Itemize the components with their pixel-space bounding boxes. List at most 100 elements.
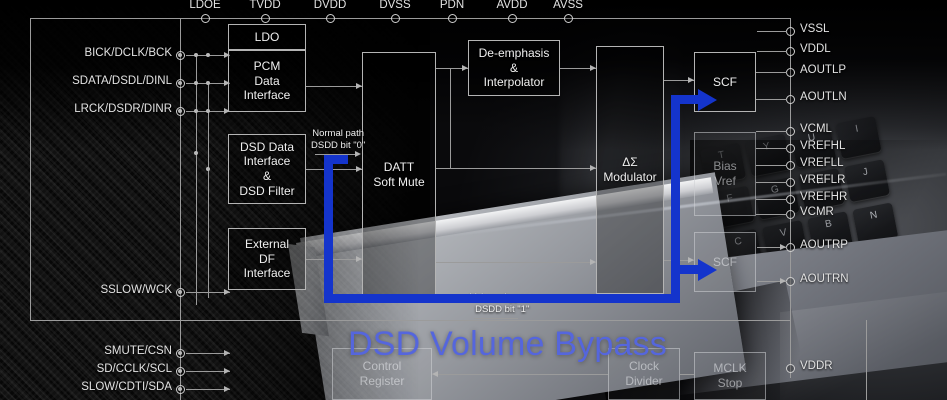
wire-to-aoutrp xyxy=(757,247,787,248)
block-label-line: Control xyxy=(362,359,402,374)
annotation-line: DSDD bit "0" xyxy=(311,139,366,151)
bus-rail-bottom xyxy=(30,320,790,321)
pin-label-avdd: AVDD xyxy=(496,0,528,11)
bypass-path-segment-branch-lower xyxy=(671,265,699,274)
junction-dot-0 xyxy=(194,53,198,57)
pin-avss[interactable] xyxy=(564,14,573,23)
pin-label-aoutlp: AOUTLP xyxy=(800,64,847,76)
junction-dot-6 xyxy=(178,53,182,57)
pin-avdd[interactable] xyxy=(508,14,517,23)
pin-vrefll[interactable] xyxy=(786,161,795,170)
pin-vreflr[interactable] xyxy=(786,178,795,187)
arrow-into-block-bick-dclk-bck xyxy=(224,52,230,58)
wire-vddr-down xyxy=(866,368,867,400)
block-label-line: Register xyxy=(359,374,405,388)
pin-vcml[interactable] xyxy=(786,127,795,136)
pin-vssl[interactable] xyxy=(786,27,795,36)
annotation-line: DSDD bit "1" xyxy=(475,303,530,315)
internal-bus-3 xyxy=(208,83,209,298)
pin-tvdd[interactable] xyxy=(261,14,270,23)
pin-vddr[interactable] xyxy=(786,364,795,373)
wire-from-sslow-wck xyxy=(186,292,230,293)
wire-bias-out-0 xyxy=(756,131,787,132)
arrow-df-to-datt xyxy=(356,256,362,262)
bypass-path-segment-stub-top xyxy=(324,155,348,164)
wire-to-vssl xyxy=(757,31,787,32)
wire-vddr-drop xyxy=(866,320,867,368)
block-label-line: MCLK xyxy=(713,361,747,376)
wire-dsd-to-datt xyxy=(306,169,362,170)
pin-dvss[interactable] xyxy=(391,14,400,23)
pin-aoutrn[interactable] xyxy=(786,277,795,286)
block-label-line: DSD Data xyxy=(239,139,295,154)
junction-dot-11 xyxy=(178,290,182,294)
pin-pdn[interactable] xyxy=(448,14,457,23)
pin-label-sd-cclk-scl: SD/CCLK/SCL xyxy=(96,363,172,375)
junction-dot-4 xyxy=(206,81,210,85)
annotation-line: Normal path xyxy=(312,128,364,139)
junction-dot-3 xyxy=(206,53,210,57)
pin-aoutlp[interactable] xyxy=(786,68,795,77)
page-title: DSD Volume Bypass xyxy=(348,325,667,363)
upper-dark-gradient xyxy=(430,0,947,150)
pin-label-smute-csn: SMUTE/CSN xyxy=(104,345,172,357)
pin-label-vrefll: VREFLL xyxy=(800,157,844,169)
junction-dot-10 xyxy=(206,167,210,171)
pin-label-dvss: DVSS xyxy=(379,0,411,11)
wire-bias-out-1 xyxy=(756,148,787,149)
pin-aoutrp[interactable] xyxy=(786,243,795,252)
pin-vddl[interactable] xyxy=(786,47,795,56)
arrow-into-block-sdata-dsdl-dinl xyxy=(224,80,230,86)
pin-label-bick-dclk-bck: BICK/DCLK/BCK xyxy=(84,47,172,59)
wire-scfl-out-p xyxy=(756,72,787,73)
arrow-mod-to-scf-left xyxy=(688,77,694,83)
arrow-deemph-to-mod xyxy=(590,65,596,71)
block-label-line: Interpolator xyxy=(483,75,545,90)
bypass-path-segment-vertical-right xyxy=(671,95,680,303)
block-de-emphasis-interpolator: De-emphasis&Interpolator xyxy=(468,40,560,96)
pin-label-avss: AVSS xyxy=(553,0,583,11)
block-label-line: Modulator xyxy=(603,170,657,184)
pin-dvdd[interactable] xyxy=(326,14,335,23)
pin-label-vcmr: VCMR xyxy=(800,206,834,218)
arrow-into-block-sslow-wck xyxy=(224,289,230,295)
pin-vrefhl[interactable] xyxy=(786,144,795,153)
pin-ldoe[interactable] xyxy=(201,14,210,23)
wire-clock-to-mclk xyxy=(680,374,694,375)
block-label-line: Interface xyxy=(243,154,291,169)
junction-dot-1 xyxy=(194,81,198,85)
block-label-line: & xyxy=(262,169,271,183)
block-label-line: Interface xyxy=(243,266,291,281)
pin-label-vddr: VDDR xyxy=(800,360,833,372)
bus-rail-top xyxy=(30,18,790,19)
bypass-arrow-lower-scf xyxy=(698,258,717,281)
pin-aoutln[interactable] xyxy=(786,95,795,104)
wire-mod-to-scf-left xyxy=(664,80,694,81)
wire-to-aoutrn xyxy=(757,281,787,282)
block-label-line: SCF xyxy=(713,254,737,269)
wire-ctrl-to-clock xyxy=(432,374,608,375)
bypass-path-segment-branch-upper xyxy=(671,95,699,104)
pin-vrefhr[interactable] xyxy=(786,195,795,204)
arrow-into-block-lrck-dsdr-dinr xyxy=(224,108,230,114)
annotation-arrow-normal-path xyxy=(355,151,361,157)
arrow-into-block-smute-csn xyxy=(224,350,230,356)
block-label-line: Divider xyxy=(625,374,663,388)
wire-datt-to-deemph xyxy=(436,68,468,69)
block-label-line: Interface xyxy=(243,88,291,103)
block-label-line: Bias xyxy=(713,159,737,174)
wire-datt-to-mod-lower xyxy=(436,262,596,263)
junction-dot-8 xyxy=(178,109,182,113)
bypass-arrow-upper-scf xyxy=(698,88,717,111)
annotation-leader-volume-bypass xyxy=(474,318,518,319)
pin-vcmr[interactable] xyxy=(786,210,795,219)
